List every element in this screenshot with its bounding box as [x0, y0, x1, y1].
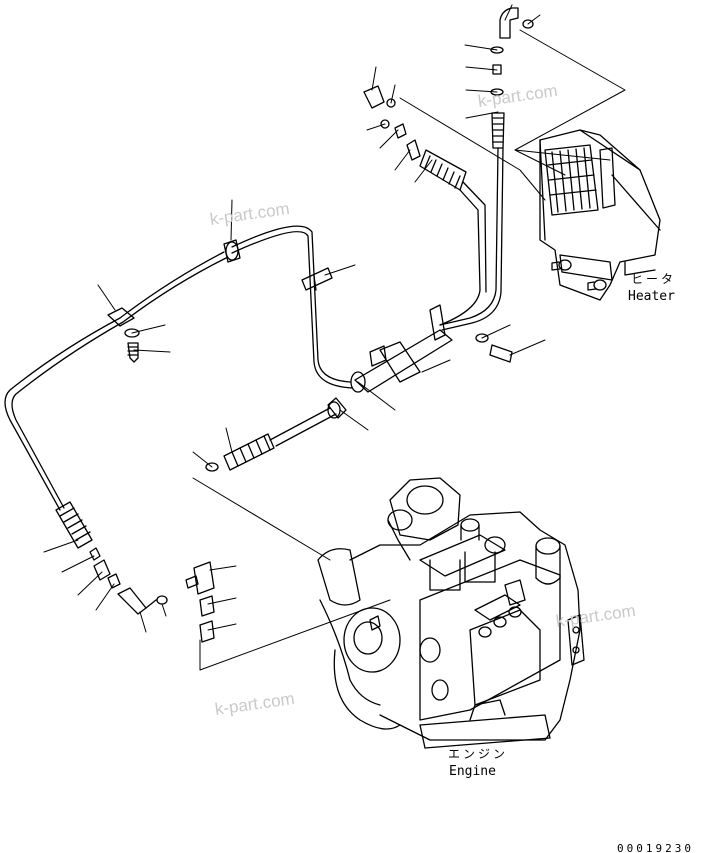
lower-left-fittings [55, 501, 215, 643]
heater-label-jp: ヒータ [631, 272, 677, 286]
bracket-leaders [339, 324, 546, 431]
pipe-clamps [107, 239, 333, 363]
top-fittings [363, 7, 534, 191]
bracket-assembly [327, 304, 513, 419]
engine-body [317, 477, 585, 749]
pipe-routes [4, 147, 504, 511]
lower-hose-leaders [192, 427, 233, 468]
heater-unit [539, 129, 661, 301]
lower-left-leaders [43, 539, 237, 633]
lower-pipe [269, 407, 337, 447]
engine-leader-lines [192, 477, 391, 671]
clamp-leaders [97, 199, 356, 353]
heater-label-en: Heater [628, 289, 675, 304]
top-fitting-leaders [366, 4, 541, 183]
diagram-code: 00019230 [617, 842, 694, 853]
lower-hose [205, 433, 275, 472]
engine-label-jp: エンジン [448, 747, 509, 761]
heater-leader-lines [399, 29, 626, 201]
engine-label-en: Engine [449, 764, 496, 779]
